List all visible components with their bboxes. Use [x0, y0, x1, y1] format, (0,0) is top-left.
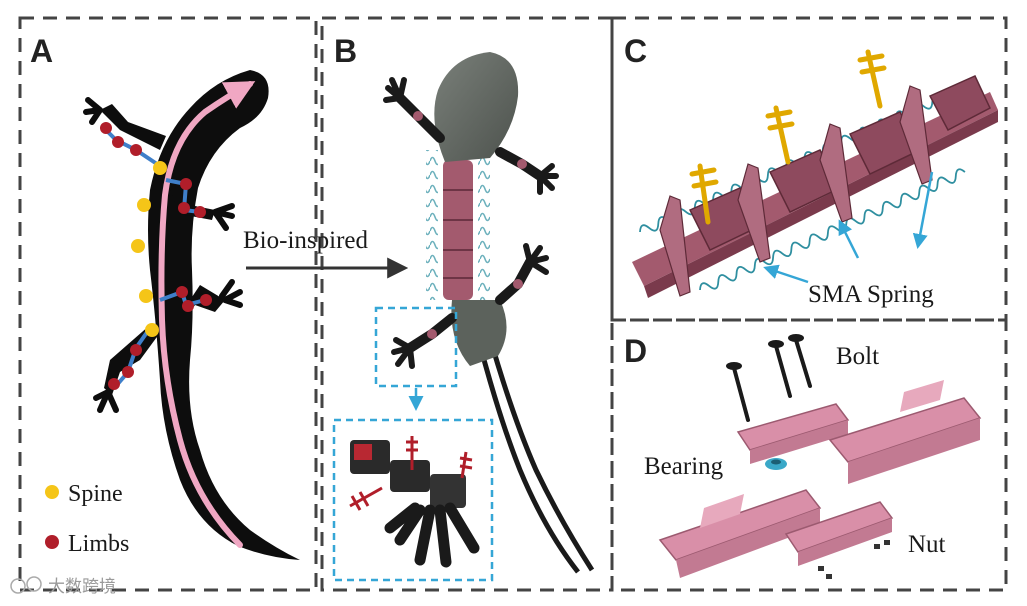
robot-illustration [334, 52, 592, 580]
legend-limbs-marker [45, 535, 59, 549]
leg-joint-detail [350, 436, 474, 562]
bio-inspired-label: Bio-inspired [243, 227, 368, 254]
sma-spring-label: SMA Spring [808, 281, 934, 308]
watermark: 大数跨境 [11, 577, 116, 597]
robot-spring-left [426, 150, 438, 300]
bolts [734, 340, 810, 420]
legend-spine-marker [45, 485, 59, 499]
legend-spine-label: Spine [68, 481, 123, 507]
watermark-text: 大数跨境 [48, 577, 116, 597]
robot-pelvis [451, 300, 506, 366]
robot-head [434, 52, 518, 162]
salamander-body [148, 70, 300, 560]
panel-letter-a: A [30, 33, 53, 69]
nut-label: Nut [908, 531, 946, 558]
sma-spine-assembly [632, 52, 998, 298]
panel-letter-b: B [334, 33, 357, 69]
bearing-label: Bearing [644, 453, 724, 480]
bolt-label: Bolt [836, 343, 879, 370]
panel-letter-c: C [624, 33, 647, 69]
panel-letter-d: D [624, 333, 647, 369]
watermark-logo-icon [11, 579, 25, 593]
robot-spring-right [478, 150, 490, 300]
legend-limbs-label: Limbs [68, 531, 129, 557]
